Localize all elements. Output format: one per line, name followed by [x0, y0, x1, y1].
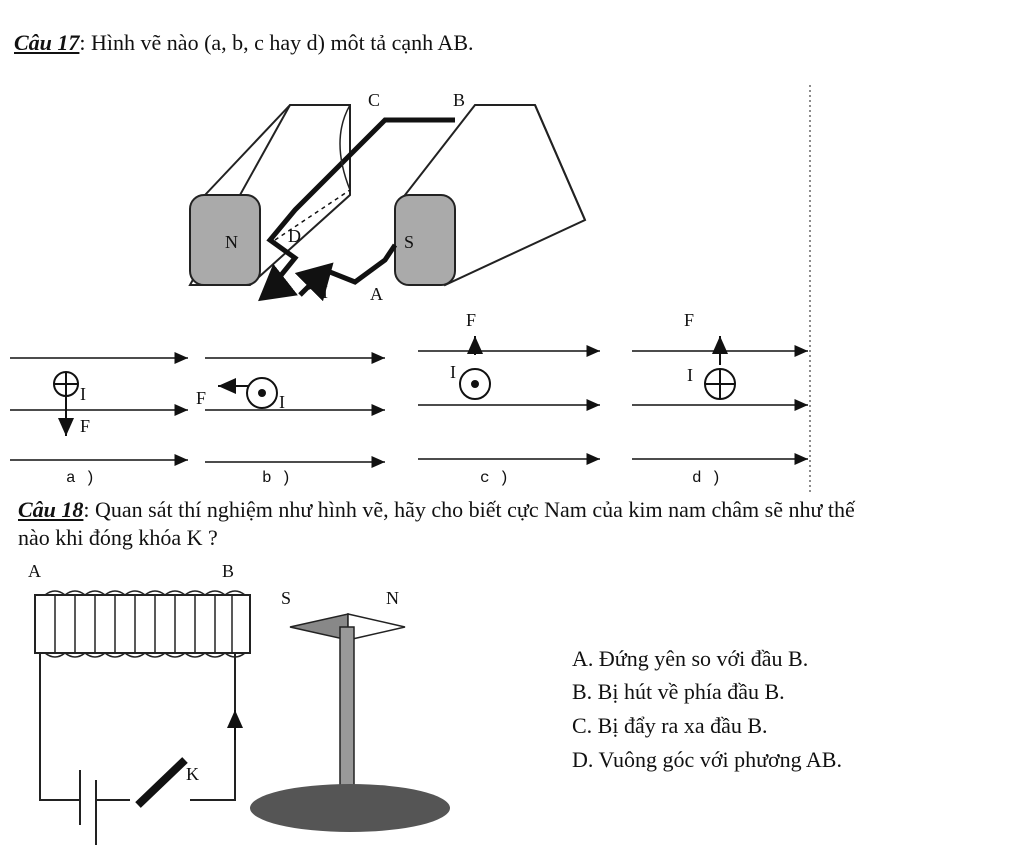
option-d[interactable]: D. Vuông góc với phương AB. [572, 747, 842, 772]
panel-b [205, 352, 385, 468]
question-17-text: : Hình vẽ nào (a, b, c hay d) môt tả cạn… [79, 30, 474, 55]
coil-circuit [34, 590, 251, 845]
label-current: I [322, 282, 328, 302]
panel-b-force: F [196, 388, 207, 408]
question-18: Câu 18: Quan sát thí nghiệm như hình vẽ,… [18, 497, 855, 523]
label-needle-north: N [386, 588, 399, 608]
label-coil-end-a: A [28, 561, 41, 581]
label-a: A [370, 284, 383, 304]
label-needle-south: S [281, 588, 292, 608]
panel-c [418, 336, 600, 465]
question-17-number: Câu 17 [14, 30, 80, 55]
option-a[interactable]: A. Đứng yên so với đầu B. [572, 646, 809, 671]
panel-c-current: I [450, 362, 456, 382]
label-c: C [368, 90, 381, 110]
question-18-number: Câu 18 [18, 497, 84, 522]
panel-a-current: I [80, 384, 86, 404]
panel-c-caption: c ) [480, 469, 509, 487]
panel-a-caption: a ) [66, 469, 95, 487]
label-coil-end-b: B [222, 561, 235, 581]
question-17: Câu 17: Hình vẽ nào (a, b, c hay d) môt … [14, 30, 474, 56]
panel-c-force: F [466, 310, 477, 330]
panel-a-force: F [80, 416, 91, 436]
panel-d [632, 336, 808, 465]
label-south-pole: S [404, 232, 415, 252]
option-c[interactable]: C. Bị đẩy ra xa đầu B. [572, 713, 768, 738]
option-b[interactable]: B. Bị hút về phía đầu B. [572, 679, 785, 704]
label-d: D [288, 226, 301, 246]
label-north-pole: N [225, 232, 238, 252]
panel-b-current: I [279, 392, 285, 412]
panel-d-caption: d ) [692, 469, 721, 487]
label-switch-k: K [186, 764, 199, 784]
panel-d-current: I [687, 365, 693, 385]
question-18-line2: nào khi đóng khóa K ? [18, 525, 218, 550]
question-18-text-line1: : Quan sát thí nghiệm như hình vẽ, hãy c… [83, 497, 855, 522]
compass-needle [250, 613, 450, 832]
panel-b-caption: b ) [262, 469, 291, 487]
magnet-figure [188, 104, 587, 302]
panel-d-force: F [684, 310, 695, 330]
panel-a [10, 352, 188, 466]
label-b: B [453, 90, 466, 110]
